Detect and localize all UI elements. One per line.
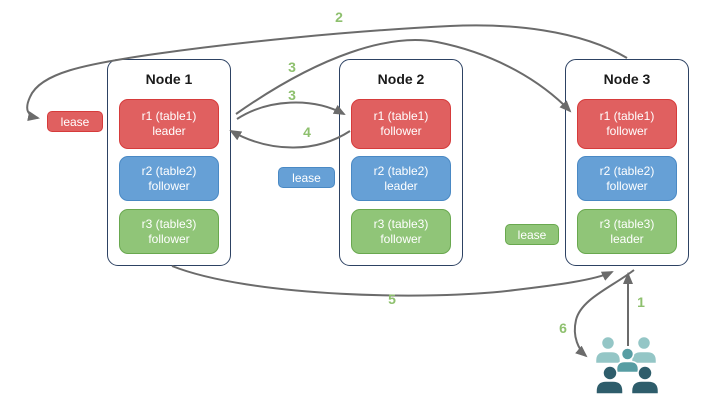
replica-name: r3 (table3): [141, 216, 197, 231]
replica-name: r1 (table1): [141, 109, 197, 123]
arrow-step-3-to-node2: [236, 101, 346, 120]
arrow-step-6: [573, 269, 635, 358]
replica-role: leader: [384, 178, 418, 193]
users-group-icon: [594, 335, 660, 395]
step-label-6: 6: [559, 320, 567, 336]
replica-role: follower: [148, 231, 190, 246]
node-3-replica-r3: r3 (table3) leader: [577, 209, 677, 254]
node-2-replica-r3: r3 (table3) follower: [351, 209, 451, 254]
replica-name: r2 (table2): [141, 163, 197, 178]
step-label-3-to-node3: 3: [288, 59, 296, 75]
arrow-step-5: [171, 265, 614, 297]
node-1-title: Node 1: [145, 71, 193, 87]
replica-role: follower: [606, 124, 648, 138]
replica-role: leader: [610, 231, 644, 246]
step-label-5: 5: [388, 291, 396, 307]
step-label-4: 4: [303, 124, 311, 140]
node-3-replica-r1: r1 (table1) follower: [577, 99, 677, 149]
node-2-title: Node 2: [377, 71, 425, 87]
replica-role: follower: [380, 124, 422, 138]
node-1: Node 1 r1 (table1) leader r2 (table2) fo…: [107, 59, 231, 266]
replica-name: r3 (table3): [599, 216, 655, 231]
lease-tag-table2: lease: [278, 167, 335, 188]
node-3-replica-r2: r2 (table2) follower: [577, 156, 677, 201]
node-2: Node 2 r1 (table1) follower r2 (table2) …: [339, 59, 463, 266]
node-3-title: Node 3: [603, 71, 651, 87]
node-3: Node 3 r1 (table1) follower r2 (table2) …: [565, 59, 689, 266]
step-label-2: 2: [335, 9, 343, 25]
step-label-3-to-node2: 3: [288, 87, 296, 103]
replica-name: r3 (table3): [373, 216, 429, 231]
replica-name: r2 (table2): [373, 163, 429, 178]
lease-tag-table1: lease: [47, 111, 103, 132]
node-2-replica-r1: r1 (table1) follower: [351, 99, 451, 149]
replica-name: r1 (table1): [373, 109, 429, 123]
replica-role: follower: [606, 178, 648, 193]
replica-role: follower: [148, 178, 190, 193]
node-1-replica-r1: r1 (table1) leader: [119, 99, 219, 149]
lease-tag-table3: lease: [505, 224, 559, 245]
replica-role: leader: [152, 124, 186, 138]
replica-name: r2 (table2): [599, 163, 655, 178]
replica-name: r1 (table1): [599, 109, 655, 123]
step-label-1: 1: [637, 294, 645, 310]
node-2-replica-r2: r2 (table2) leader: [351, 156, 451, 201]
arrow-step-3-to-node3: [235, 39, 572, 115]
arrow-step-2: [26, 24, 628, 121]
arrow-step-4: [229, 130, 351, 149]
node-1-replica-r3: r3 (table3) follower: [119, 209, 219, 254]
replica-role: follower: [380, 231, 422, 246]
node-1-replica-r2: r2 (table2) follower: [119, 156, 219, 201]
